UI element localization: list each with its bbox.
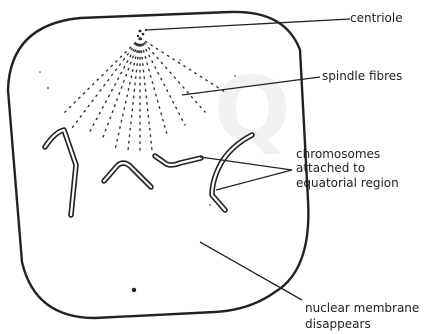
spindle-fibres — [62, 38, 225, 152]
cell-dot — [132, 288, 136, 292]
leader-centriole — [146, 19, 350, 30]
centriole-dots — [137, 29, 147, 40]
chromosome-right — [212, 135, 252, 210]
label-chromosomes-2: attached to — [296, 162, 365, 175]
leader-chromosome-a — [200, 157, 292, 170]
leader-chromosome-b — [216, 170, 292, 190]
leader-membrane — [200, 242, 302, 300]
leader-spindle — [182, 77, 320, 95]
label-centriole: centriole — [350, 12, 403, 25]
chromosome-center-left — [104, 163, 151, 187]
label-chromosomes-3: equatorial region — [296, 177, 399, 190]
label-membrane-2: disappears — [305, 318, 371, 331]
chromosome-center-right — [155, 156, 201, 165]
label-membrane-1: nuclear membrane — [305, 302, 419, 315]
chromosome-left — [45, 130, 76, 215]
label-chromosomes-1: chromosomes — [296, 148, 380, 161]
chromosomes — [45, 130, 252, 215]
specks — [39, 59, 236, 206]
label-spindle-fibres: spindle fibres — [322, 70, 402, 83]
